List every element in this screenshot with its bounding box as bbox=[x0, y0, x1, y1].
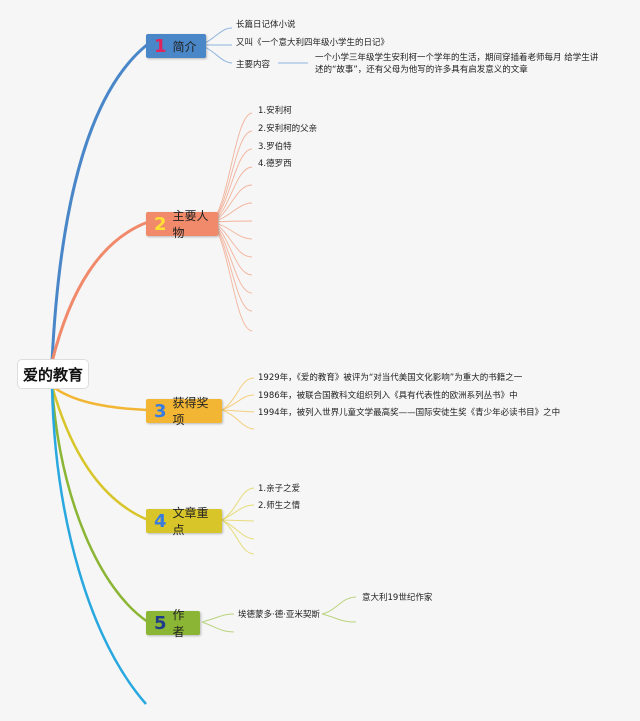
branch-number: 2 bbox=[154, 213, 167, 235]
author-connectors bbox=[201, 596, 357, 633]
award-item[interactable]: 1986年，被联合国教科文组织列入《具有代表性的欧洲系列丛书》中 bbox=[258, 391, 518, 401]
intro-main-content[interactable]: 一个小学三年级学生安利柯一个学年的生活，期间穿插着老师每月 给学生讲述的“故事”… bbox=[315, 53, 599, 75]
branch-author[interactable]: 5 作者 bbox=[146, 608, 200, 639]
character-item[interactable]: 2.安利柯的父亲 bbox=[258, 124, 318, 134]
focus-item[interactable]: 1.亲子之爱 bbox=[258, 484, 301, 494]
branch-number: 3 bbox=[154, 400, 167, 422]
branch-number: 4 bbox=[154, 510, 167, 532]
focus-connectors bbox=[221, 487, 255, 555]
character-item[interactable]: 4.德罗西 bbox=[258, 159, 292, 169]
intro-item[interactable]: 又叫《一个意大利四年级小学生的日记》 bbox=[236, 38, 390, 48]
award-item[interactable]: 1929年，《爱的教育》被评为“对当代美国文化影响”为重大的书籍之一 bbox=[258, 373, 523, 383]
awards-connectors bbox=[221, 377, 255, 430]
branch-characters[interactable]: 2 主要人物 bbox=[146, 209, 218, 240]
connector-3 bbox=[51, 385, 149, 412]
connector-1 bbox=[50, 42, 149, 363]
branch-label: 简介 bbox=[172, 39, 197, 54]
root-node[interactable]: 爱的教育 bbox=[18, 360, 88, 388]
character-item[interactable]: 1.安利柯 bbox=[258, 106, 292, 116]
author-name[interactable]: 埃德蒙多·德·亚米契斯 bbox=[238, 610, 320, 620]
branch-label: 文章重点 bbox=[172, 506, 209, 537]
branch-intro[interactable]: 1 简介 bbox=[146, 34, 206, 58]
root-label: 爱的教育 bbox=[22, 365, 83, 384]
intro-item[interactable]: 长篇日记体小说 bbox=[236, 20, 296, 30]
connector-4 bbox=[50, 385, 149, 522]
award-item[interactable]: 1994年，被列入世界儿童文学最高奖——国际安徒生奖《青少年必读书目》之中 bbox=[258, 408, 561, 418]
branch-label: 主要人物 bbox=[172, 209, 209, 240]
branch-focus[interactable]: 4 文章重点 bbox=[146, 506, 222, 537]
character-item[interactable]: 3.罗伯特 bbox=[258, 142, 292, 152]
branch-label: 作者 bbox=[172, 608, 185, 639]
intro-item[interactable]: 主要内容 bbox=[236, 60, 271, 70]
connector-2 bbox=[50, 220, 149, 363]
branch-awards[interactable]: 3 获得奖项 bbox=[146, 396, 222, 427]
focus-item[interactable]: 2.师生之情 bbox=[258, 501, 301, 511]
connector-5 bbox=[50, 385, 149, 624]
branch-number: 1 bbox=[154, 35, 167, 57]
branch-number: 5 bbox=[154, 612, 167, 634]
characters-connectors bbox=[211, 112, 253, 332]
branch-label: 获得奖项 bbox=[172, 396, 209, 427]
connector-6 bbox=[50, 385, 147, 705]
author-detail[interactable]: 意大利19世纪作家 bbox=[362, 593, 433, 603]
